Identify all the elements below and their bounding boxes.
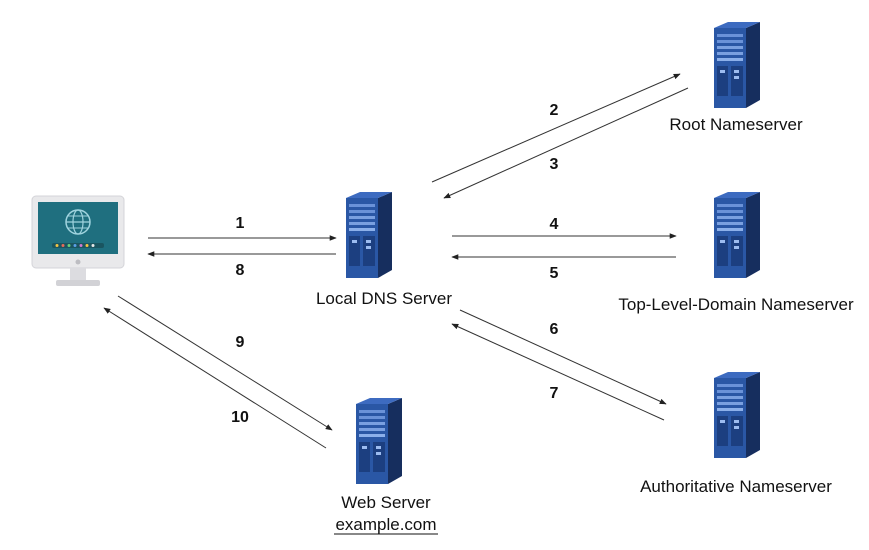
root-nameserver: Root Nameserver <box>669 22 803 134</box>
tld-nameserver: Top-Level-Domain Nameserver <box>618 192 854 314</box>
client-computer <box>31 195 125 286</box>
step-label-4: 4 <box>550 216 559 233</box>
web-server: Web Server example.com <box>334 398 438 535</box>
server-icon <box>346 192 392 278</box>
server-icon <box>714 192 760 278</box>
arrow-step-9 <box>117 295 333 431</box>
tld-nameserver-label: Top-Level-Domain Nameserver <box>618 295 854 314</box>
web-server-label: Web Server <box>341 493 431 512</box>
arrow-step-7 <box>451 323 665 421</box>
local-dns-server-label: Local DNS Server <box>316 289 452 308</box>
root-nameserver-label: Root Nameserver <box>669 115 803 134</box>
step-label-5: 5 <box>550 265 559 282</box>
step-label-3: 3 <box>550 156 559 173</box>
step-label-2: 2 <box>550 102 559 119</box>
web-server-domain-link[interactable]: example.com <box>335 515 436 534</box>
step-label-7: 7 <box>550 385 559 402</box>
server-icon <box>356 398 402 484</box>
step-label-8: 8 <box>236 262 245 279</box>
step-label-10: 10 <box>231 409 249 426</box>
arrow-step-6 <box>459 309 667 405</box>
desktop-computer-icon <box>31 195 125 286</box>
step-label-6: 6 <box>550 321 559 338</box>
server-icon <box>714 22 760 108</box>
authoritative-nameserver: Authoritative Nameserver <box>640 372 832 496</box>
arrow-step-2 <box>431 73 681 183</box>
arrow-step-3 <box>443 87 689 199</box>
local-dns-server: Local DNS Server <box>316 192 452 308</box>
step-label-1: 1 <box>236 215 245 232</box>
server-icon <box>714 372 760 458</box>
authoritative-nameserver-label: Authoritative Nameserver <box>640 477 832 496</box>
arrow-step-10 <box>103 307 327 449</box>
step-label-9: 9 <box>236 334 245 351</box>
